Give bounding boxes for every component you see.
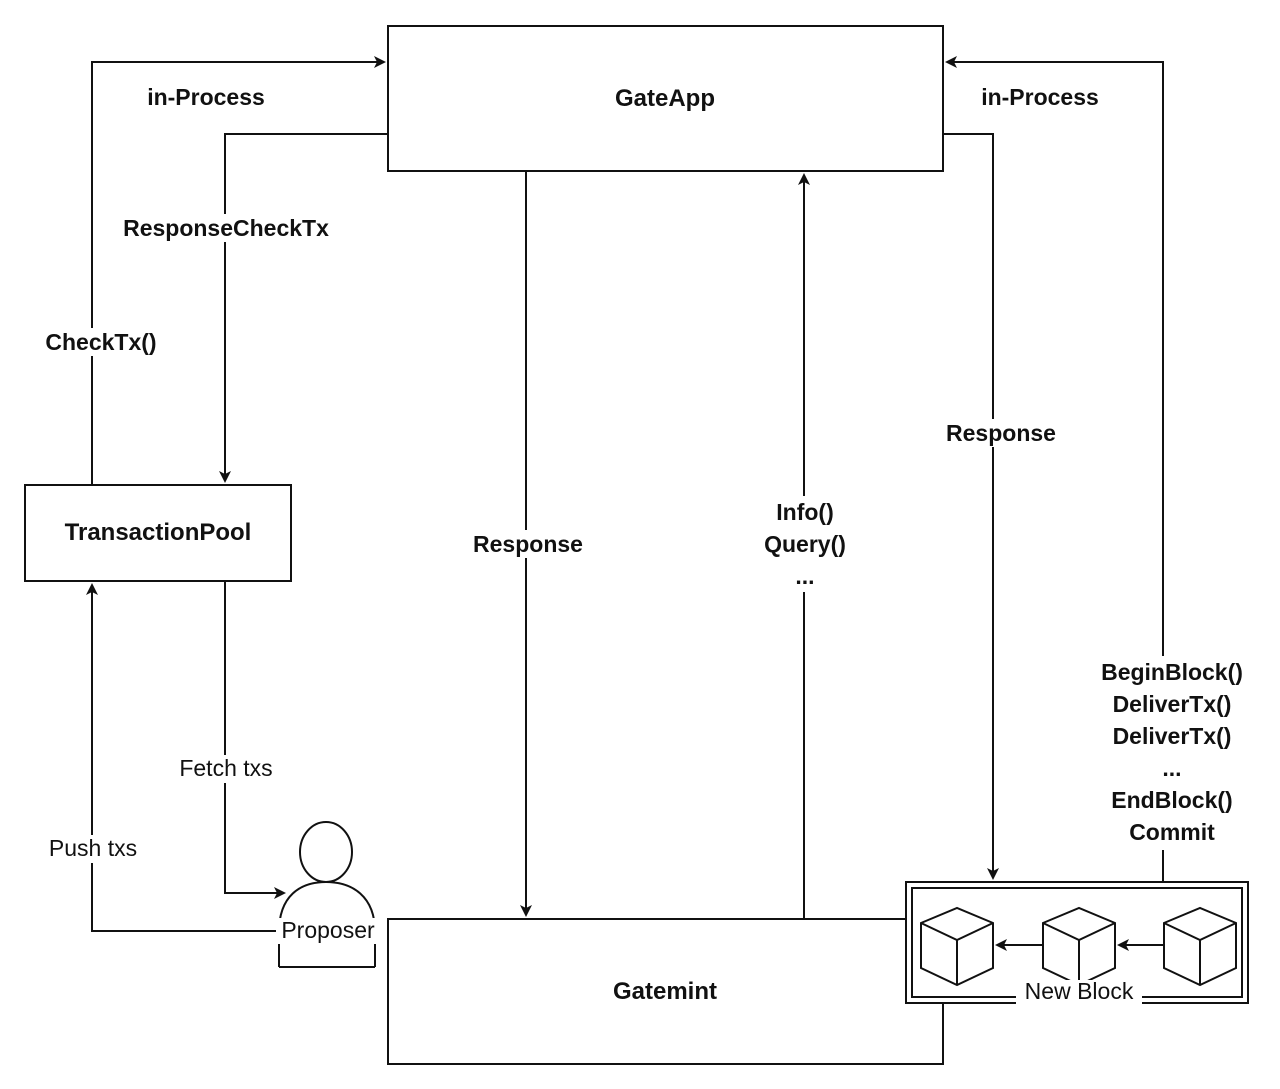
deliver-tx-label: DeliverTx() xyxy=(1113,723,1232,749)
end-block-label: EndBlock() xyxy=(1111,787,1232,813)
gateapp-label: GateApp xyxy=(615,85,715,112)
fetch-txs-edge xyxy=(224,581,286,899)
fetch-txs-label: Fetch txs xyxy=(179,755,272,781)
check-tx-edge xyxy=(91,56,386,485)
block-cube-icon xyxy=(1042,906,1116,987)
proposer-person-icon xyxy=(278,821,376,968)
gatemint-label: Gatemint xyxy=(613,978,717,1005)
ellipsis-label: ... xyxy=(1162,755,1181,781)
in-process-right-label: in-Process xyxy=(981,84,1099,110)
gateapp-box xyxy=(387,25,944,172)
in-process-left-label: in-Process xyxy=(147,84,265,110)
response-right-edge xyxy=(943,133,999,880)
push-txs-label: Push txs xyxy=(49,835,137,861)
response-right-label: Response xyxy=(946,420,1056,446)
response-center-label: Response xyxy=(473,531,583,557)
deliver-tx-label: DeliverTx() xyxy=(1113,691,1232,717)
proposer-label: Proposer xyxy=(281,917,375,943)
begin-block-label: BeginBlock() xyxy=(1101,659,1243,685)
check-tx-label: CheckTx() xyxy=(45,329,156,355)
block-cube-icon xyxy=(920,906,994,987)
query-label: Query() xyxy=(764,531,846,557)
push-txs-edge xyxy=(86,583,276,932)
new-block-label: New Block xyxy=(1025,978,1134,1004)
commit-label: Commit xyxy=(1129,819,1215,845)
response-check-tx-edge xyxy=(219,133,388,483)
block-calls-edge xyxy=(945,56,1164,882)
gatemint-box xyxy=(387,918,944,1065)
ellipsis-label: ... xyxy=(795,563,814,589)
transaction-pool-box xyxy=(24,484,292,582)
response-check-tx-label: ResponseCheckTx xyxy=(123,215,329,241)
info-label: Info() xyxy=(776,499,833,525)
block-cube-icon xyxy=(1163,906,1237,987)
transaction-pool-label: TransactionPool xyxy=(65,519,252,546)
